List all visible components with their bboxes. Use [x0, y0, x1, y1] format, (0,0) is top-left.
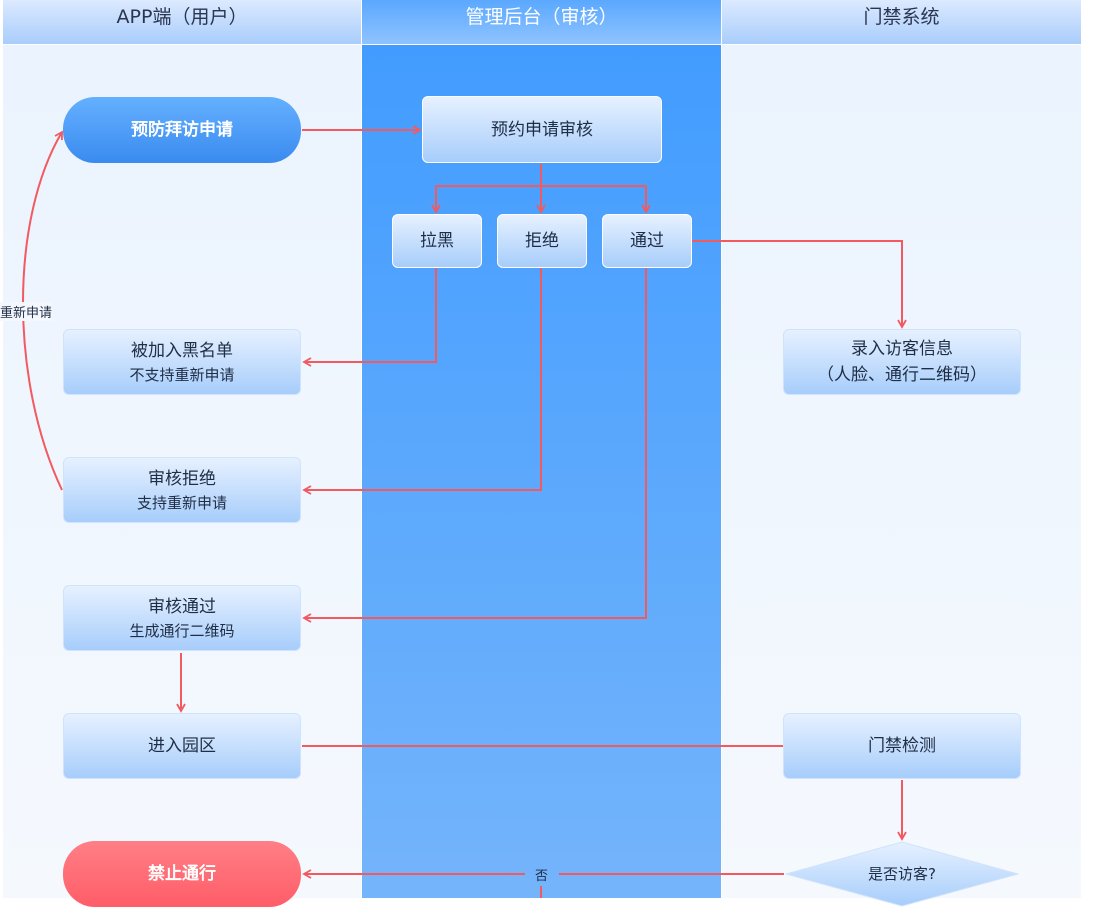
node-enter-park: 进入园区: [63, 713, 301, 779]
node-review-label: 预约申请审核: [491, 119, 593, 140]
node-is-visitor-decision: 是否访客?: [785, 841, 1019, 907]
node-approved: 审核通过 生成通行二维码: [63, 585, 301, 651]
lane-gate-header: 门禁系统: [722, 0, 1081, 45]
node-forbid-label: 禁止通行: [148, 864, 216, 884]
node-rejected-sub: 支持重新申请: [136, 493, 227, 512]
node-blacklisted-sub: 不支持重新申请: [129, 365, 235, 384]
node-approve-label: 通过: [630, 231, 664, 251]
node-approved-sub: 生成通行二维码: [129, 621, 235, 640]
node-blacklisted: 被加入黑名单 不支持重新申请: [63, 329, 301, 395]
node-rejected: 审核拒绝 支持重新申请: [63, 457, 301, 523]
edge-label-reapply: 重新申请: [0, 302, 53, 321]
node-reject-label: 拒绝: [525, 231, 559, 251]
node-rejected-title: 审核拒绝: [148, 468, 216, 489]
node-gate-check: 门禁检测: [783, 713, 1021, 779]
node-gate-check-label: 门禁检测: [868, 736, 936, 756]
node-review: 预约申请审核: [422, 96, 662, 163]
node-visit-request: 预防拜访申请: [63, 97, 301, 163]
node-is-visitor-label: 是否访客?: [868, 865, 936, 883]
node-visit-request-label: 预防拜访申请: [131, 120, 233, 140]
node-blacklist-label: 拉黑: [420, 231, 454, 251]
node-approved-title: 审核通过: [148, 596, 216, 617]
edge-label-no: 否: [535, 869, 549, 884]
lane-admin-header: 管理后台（审核）: [362, 0, 721, 45]
node-enter-park-label: 进入园区: [148, 736, 216, 756]
node-reject: 拒绝: [497, 214, 587, 268]
node-approve: 通过: [602, 214, 692, 268]
node-record-visitor-title: 录入访客信息: [851, 339, 953, 359]
lane-app-header: APP端（用户）: [3, 0, 361, 45]
node-forbid: 禁止通行: [63, 841, 301, 907]
node-record-visitor: 录入访客信息 （人脸、通行二维码）: [783, 329, 1021, 395]
node-record-visitor-sub: （人脸、通行二维码）: [817, 365, 987, 385]
node-blacklisted-title: 被加入黑名单: [131, 340, 233, 361]
node-blacklist: 拉黑: [392, 214, 482, 268]
